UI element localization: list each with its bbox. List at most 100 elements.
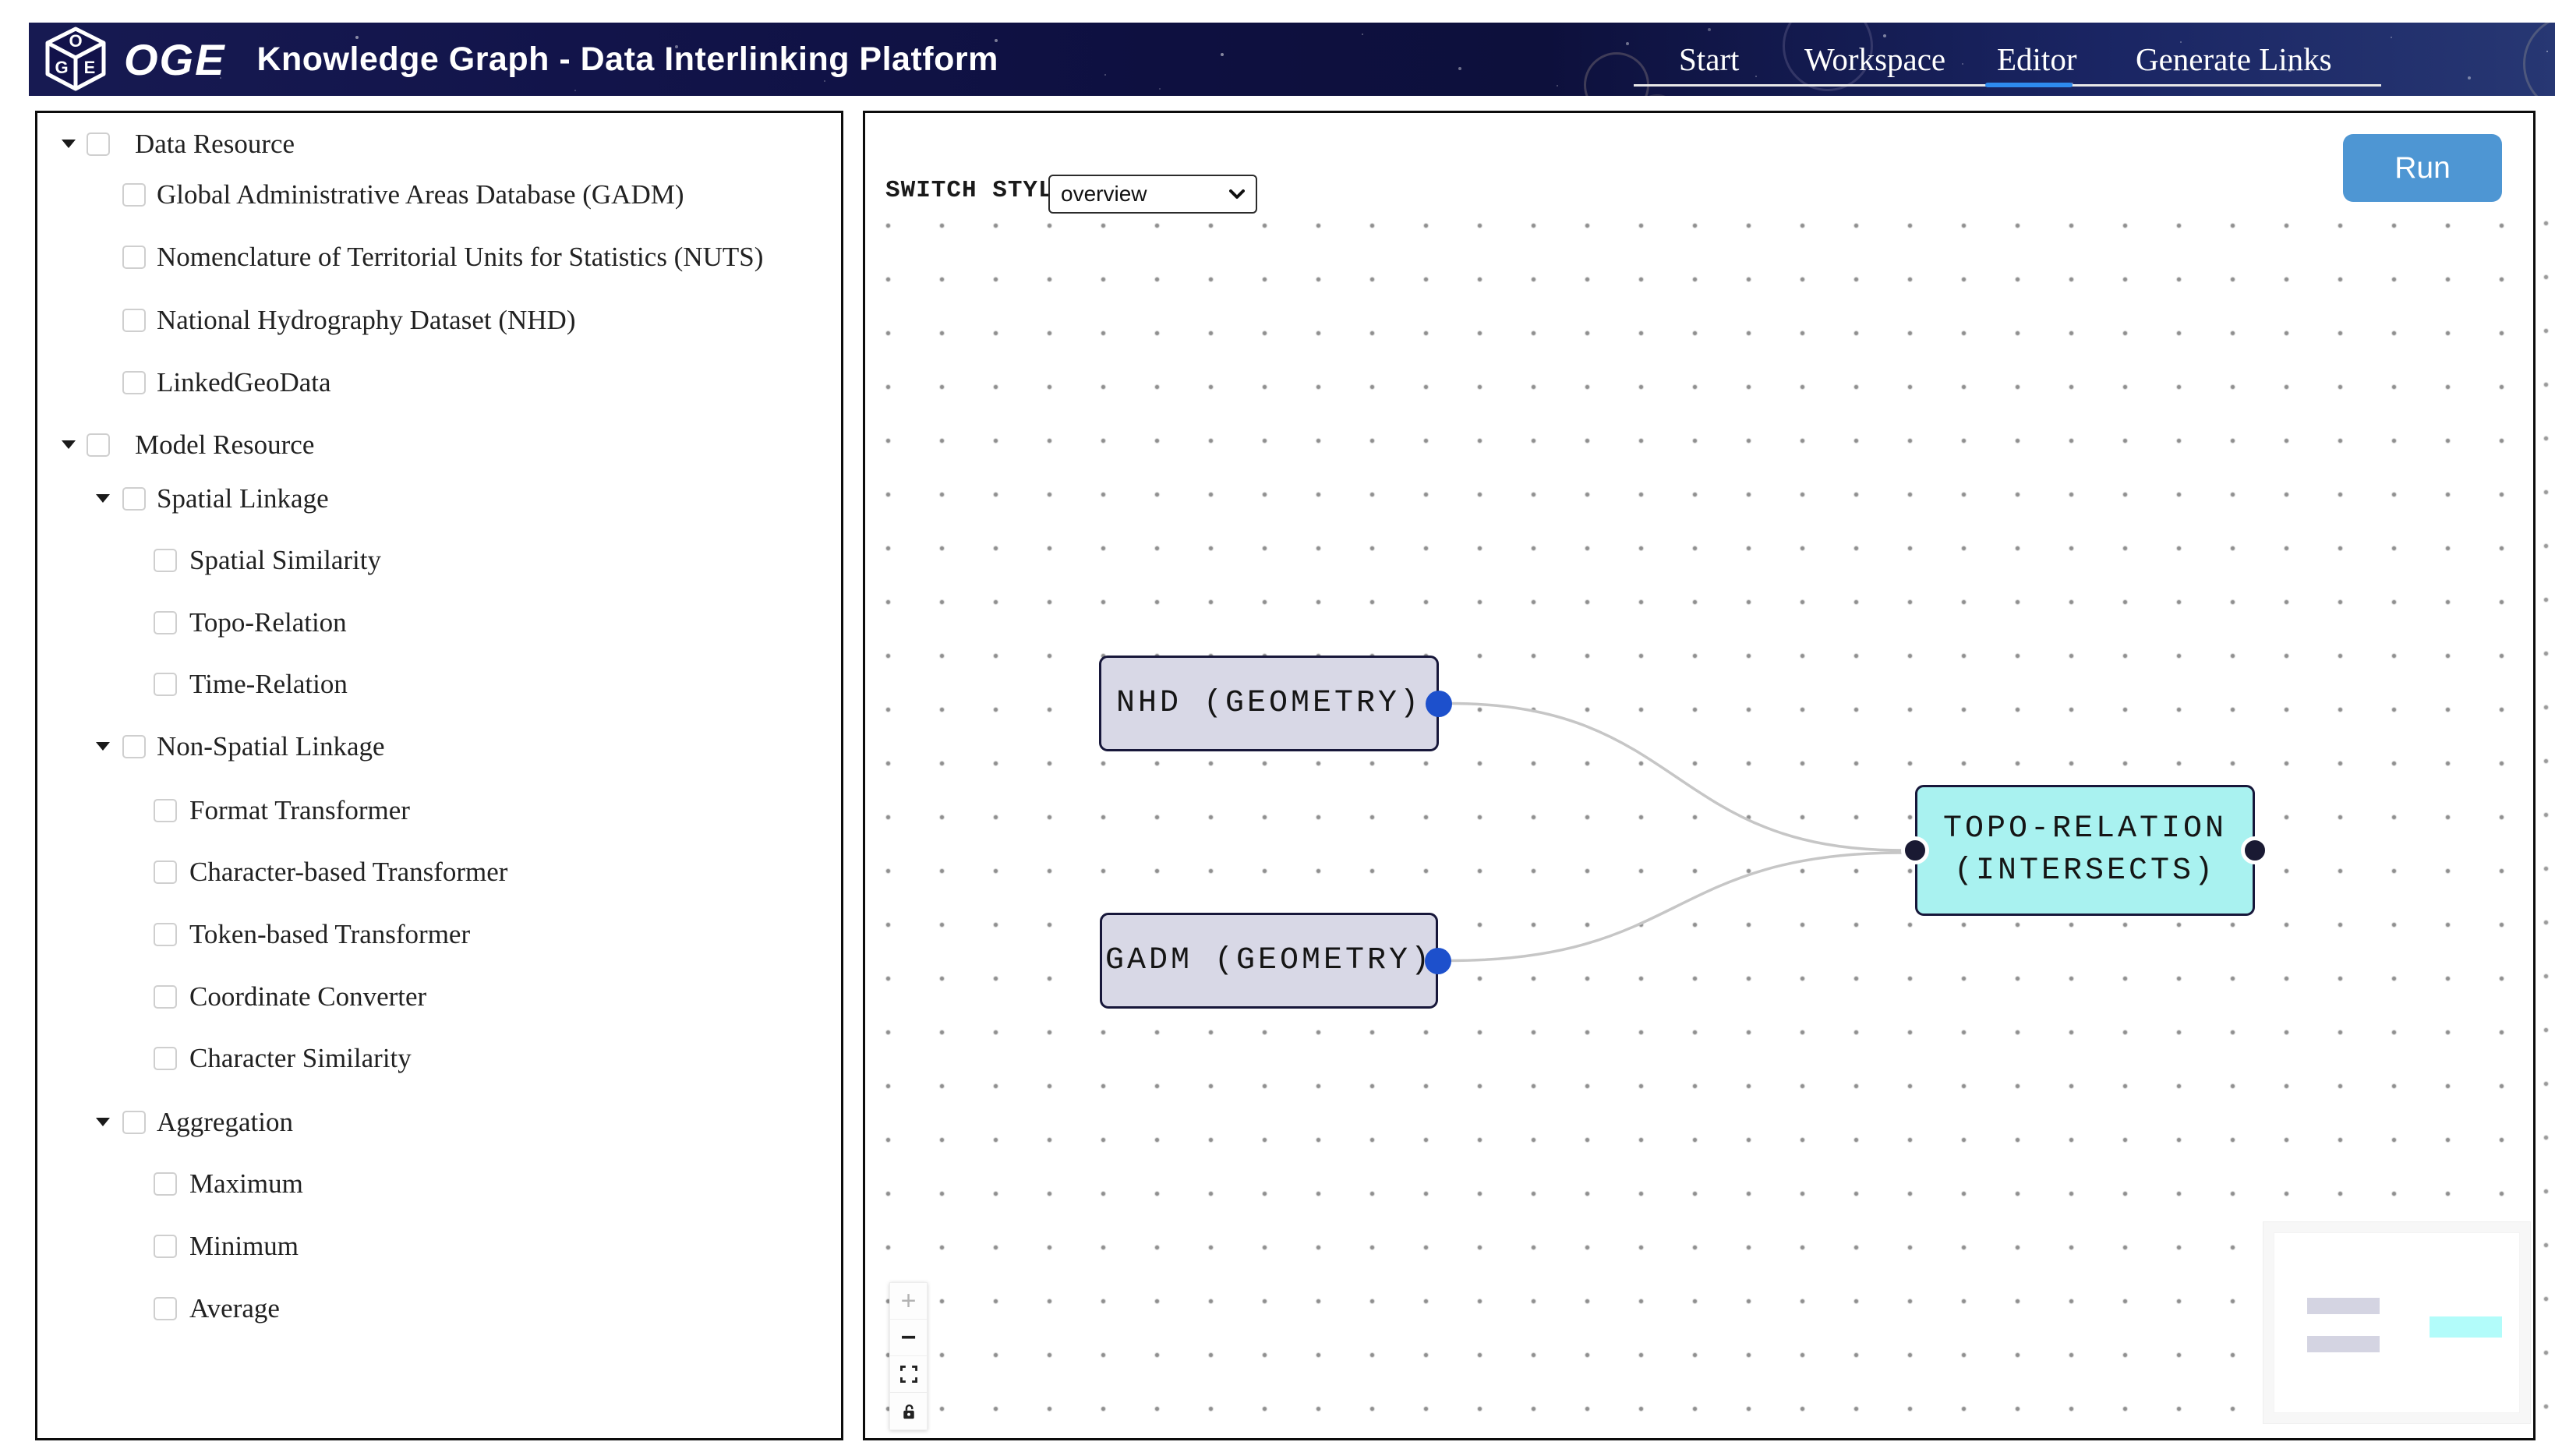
tree-expand-caret-icon[interactable] [62,440,76,449]
tree-label[interactable]: Character Similarity [189,1043,412,1073]
tree-label[interactable]: Data Resource [135,129,295,159]
minimap-viewport [2274,1232,2520,1413]
tree-label[interactable]: Character-based Transformer [189,857,508,887]
checkbox-linkedgeodata[interactable] [122,371,146,394]
checkbox-national-hydrography-dataset-nhd[interactable] [122,309,146,332]
checkbox-maximum[interactable] [154,1172,177,1196]
style-select[interactable]: overview [1048,175,1257,214]
tree-label[interactable]: Format Transformer [189,795,410,825]
tree-label[interactable]: Nomenclature of Territorial Units for St… [157,242,764,272]
checkbox-global-administrative-areas-database-gadm[interactable] [122,183,146,207]
node-label: NHD (GEOMETRY) [1115,685,1422,721]
tree-label[interactable]: Non-Spatial Linkage [157,731,385,762]
checkbox-nomenclature-of-territorial-units-for-statistics-nuts[interactable] [122,246,146,269]
fit-view-button[interactable] [890,1356,927,1393]
style-select-value: overview [1061,182,1147,206]
sidebar-item-maximum: Maximum [37,1167,841,1201]
checkbox-spatial-similarity[interactable] [154,549,177,572]
run-button[interactable]: Run [2343,134,2502,202]
tree-label[interactable]: Spatial Similarity [189,545,381,575]
sidebar-item-spatial-similarity: Spatial Similarity [37,543,841,578]
nav-item-start[interactable]: Start [1679,41,1740,77]
oge-cube-logo-icon: O G E [45,27,106,91]
header-bar: O G E OGE Knowledge Graph - Data Interli… [29,23,2555,96]
sidebar-item-topo-relation: Topo-Relation [37,606,841,640]
fit-view-icon [899,1366,917,1383]
tree-label[interactable]: National Hydrography Dataset (NHD) [157,305,576,335]
sidebar-item-non-spatial-linkage: Non-Spatial Linkage [37,730,841,764]
sidebar-item-data-resource: Data Resource [37,127,841,161]
brand: O G E OGE Knowledge Graph - Data Interli… [44,23,998,96]
checkbox-character-similarity[interactable] [154,1047,177,1070]
svg-text:G: G [55,58,68,77]
checkbox-coordinate-converter[interactable] [154,985,177,1009]
tree-label[interactable]: Global Administrative Areas Database (GA… [157,179,684,210]
flow-node-topo[interactable]: TOPO-RELATION (INTERSECTS) [1915,785,2255,916]
decorative-ring [1584,52,1649,96]
tree-label[interactable]: Token-based Transformer [189,919,471,949]
tree-label[interactable]: Time-Relation [189,669,348,699]
tree-expand-caret-icon[interactable] [96,494,110,503]
edge-layer [1448,701,1903,963]
checkbox-non-spatial-linkage[interactable] [122,735,146,758]
logo-text: OGE [124,34,226,84]
nav-item-workspace[interactable]: Workspace [1804,41,1946,77]
tree-label[interactable]: Minimum [189,1231,299,1261]
minimap[interactable] [2263,1221,2531,1424]
minimap-node-topo [2430,1316,2502,1338]
tree-label[interactable]: Aggregation [157,1107,293,1137]
minus-icon: − [900,1322,917,1352]
checkbox-minimum[interactable] [154,1235,177,1258]
port-topo-right[interactable] [2241,836,2269,864]
tree-label[interactable]: LinkedGeoData [157,367,331,398]
flow-node-gadm[interactable]: GADM (GEOMETRY) [1100,913,1438,1009]
tree-label[interactable]: Spatial Linkage [157,483,329,514]
sidebar-item-token-based-transformer: Token-based Transformer [37,917,841,952]
checkbox-token-based-transformer[interactable] [154,923,177,946]
tree-label[interactable]: Model Resource [135,429,315,460]
zoom-out-button[interactable]: − [890,1320,927,1356]
checkbox-aggregation[interactable] [122,1111,146,1134]
tree-label[interactable]: Topo-Relation [189,607,347,638]
nav-item-generate-links[interactable]: Generate Links [2136,41,2332,77]
node-label: GADM (GEOMETRY) [1104,942,1433,978]
edge-nhd-to-topo [1449,701,1903,852]
tree-expand-caret-icon[interactable] [96,1118,110,1126]
flow-node-nhd[interactable]: NHD (GEOMETRY) [1099,656,1439,751]
tree-expand-caret-icon[interactable] [96,742,110,751]
nav-active-indicator [1985,83,2073,87]
tree-expand-caret-icon[interactable] [62,140,76,148]
sidebar-item-model-resource: Model Resource [37,428,841,462]
svg-text:E: E [84,58,96,77]
node-label: TOPO-RELATION [1942,811,2228,846]
checkbox-time-relation[interactable] [154,673,177,696]
svg-text:O: O [69,31,82,51]
sidebar-item-character-based-transformer: Character-based Transformer [37,855,841,889]
tree-label[interactable]: Maximum [189,1168,303,1199]
minimap-node-gadm [2307,1336,2380,1352]
sidebar-item-national-hydrography-dataset-nhd: National Hydrography Dataset (NHD) [37,303,841,337]
checkbox-model-resource[interactable] [87,433,110,457]
page-title: Knowledge Graph - Data Interlinking Plat… [256,40,998,78]
zoom-in-button[interactable]: + [890,1283,927,1320]
checkbox-character-based-transformer[interactable] [154,861,177,884]
canvas-overflow-dots [2538,210,2555,1438]
port-topo-left[interactable] [1901,836,1929,864]
nav-item-editor[interactable]: Editor [1997,41,2077,77]
port-gadm-right[interactable] [1425,947,1451,974]
checkbox-average[interactable] [154,1297,177,1320]
port-nhd-right[interactable] [1426,690,1452,717]
tree-label[interactable]: Coordinate Converter [189,981,427,1012]
flow-canvas[interactable]: NHD (GEOMETRY) GADM (GEOMETRY) TOPO-RELATI… [868,212,2531,1436]
sidebar-item-format-transformer: Format Transformer [37,793,841,828]
sidebar-item-aggregation: Aggregation [37,1105,841,1140]
checkbox-format-transformer[interactable] [154,799,177,822]
editor-canvas-panel: SWITCH STYLE overview Run NHD (GEOMETRY)… [863,111,2536,1440]
tree-label[interactable]: Average [189,1293,280,1323]
lock-button[interactable] [890,1393,927,1429]
node-label: (INTERSECTS) [1953,853,2217,889]
checkbox-data-resource[interactable] [87,133,110,156]
checkbox-topo-relation[interactable] [154,611,177,634]
checkbox-spatial-linkage[interactable] [122,487,146,511]
sidebar-item-spatial-linkage: Spatial Linkage [37,482,841,516]
